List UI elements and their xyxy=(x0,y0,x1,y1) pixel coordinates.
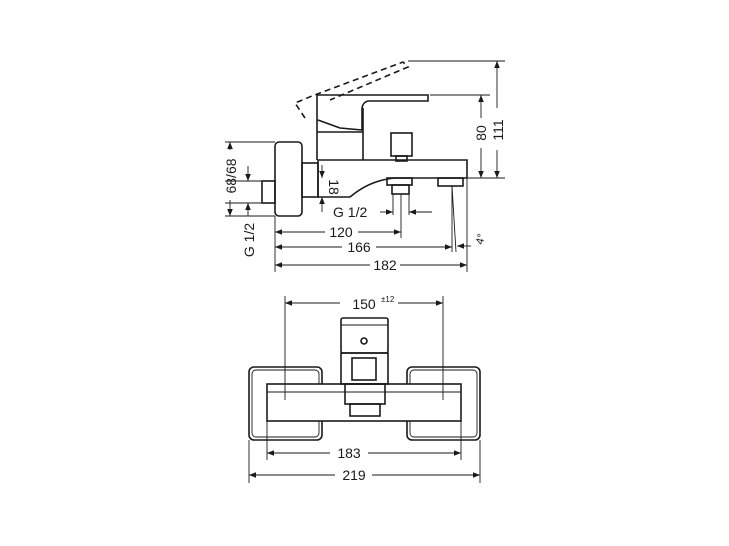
dim-150: 150 xyxy=(352,296,376,312)
dim-183: 183 xyxy=(337,445,361,461)
side-view: 111 80 68/68 G 1/2 18 G 1/2 120 166 4° 1… xyxy=(223,60,506,273)
dim-80: 80 xyxy=(473,125,489,141)
lever-top xyxy=(340,317,389,354)
dim-111: 111 xyxy=(490,119,506,140)
lever-dot xyxy=(360,337,368,345)
dim-g12-bottom: G 1/2 xyxy=(333,204,367,220)
dim-18: 18 xyxy=(326,179,342,195)
lever-handle xyxy=(316,94,429,160)
thread-connector xyxy=(261,180,276,204)
body-bar xyxy=(266,383,462,422)
dim-angle-4: 4° xyxy=(474,233,488,246)
spout-body xyxy=(317,159,468,198)
wall-flange xyxy=(274,141,303,217)
dim-68-68: 68/68 xyxy=(223,158,239,193)
diverter-knob xyxy=(390,132,413,157)
dim-150-tolerance: ±12 xyxy=(381,295,395,304)
lever-raised-dashed xyxy=(293,61,410,119)
dim-166: 166 xyxy=(347,239,371,255)
dim-g12-left: G 1/2 xyxy=(241,223,257,257)
nut xyxy=(301,162,319,198)
aerator xyxy=(437,177,464,187)
top-view: 150 ±12 183 219 xyxy=(248,295,481,483)
dim-120: 120 xyxy=(329,224,353,240)
dim-182: 182 xyxy=(373,257,397,273)
dim-219: 219 xyxy=(342,467,366,483)
